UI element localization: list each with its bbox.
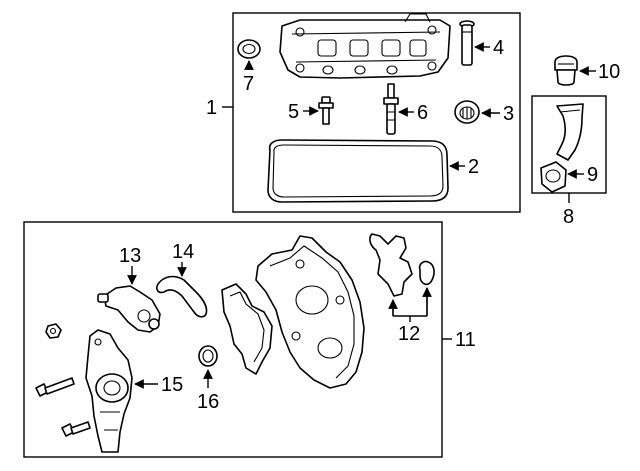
- water-pump-15: [85, 329, 133, 453]
- callout-13: 13: [119, 245, 141, 267]
- oil-filler-seal-9: [540, 161, 567, 193]
- callout-6: 6: [417, 102, 428, 124]
- o-ring-seal-7: [237, 39, 261, 59]
- callout-15: 15: [161, 374, 183, 396]
- callout-12: 12: [398, 323, 420, 345]
- oil-filler-tube: [556, 103, 584, 161]
- crankshaft-seal-16: [198, 345, 218, 367]
- callout-3: 3: [503, 103, 514, 125]
- timing-cover-gasket: [221, 283, 273, 375]
- valve-cover-bolt-4: [459, 20, 475, 66]
- callout-10: 10: [598, 61, 620, 83]
- housing-13: [97, 285, 161, 333]
- callout-4: 4: [493, 37, 504, 59]
- nut: [45, 323, 62, 339]
- bolt-short: [61, 421, 91, 437]
- callout-11: 11: [455, 329, 476, 351]
- oil-filler-cap-10: [554, 55, 578, 86]
- callout-2: 2: [468, 156, 479, 178]
- curved-gasket-14: [156, 275, 208, 318]
- callout-14: 14: [172, 241, 194, 263]
- callout-16: 16: [197, 391, 219, 413]
- callout-8: 8: [563, 206, 574, 228]
- valve-cover-gasket-2: [267, 139, 449, 203]
- callout-7: 7: [243, 73, 254, 95]
- valve-cover-group-box: [232, 12, 521, 213]
- timing-chain-cover: [255, 235, 365, 389]
- pcv-valve-3: [454, 100, 480, 124]
- bolt-long: [35, 377, 75, 397]
- valve-cover: [279, 13, 451, 79]
- gasket-set-12: [369, 233, 435, 297]
- stud-6: [383, 83, 399, 135]
- stud-bolt-5: [318, 96, 334, 125]
- callout-9: 9: [587, 164, 598, 186]
- callout-5: 5: [288, 101, 299, 123]
- callout-1: 1: [206, 97, 217, 119]
